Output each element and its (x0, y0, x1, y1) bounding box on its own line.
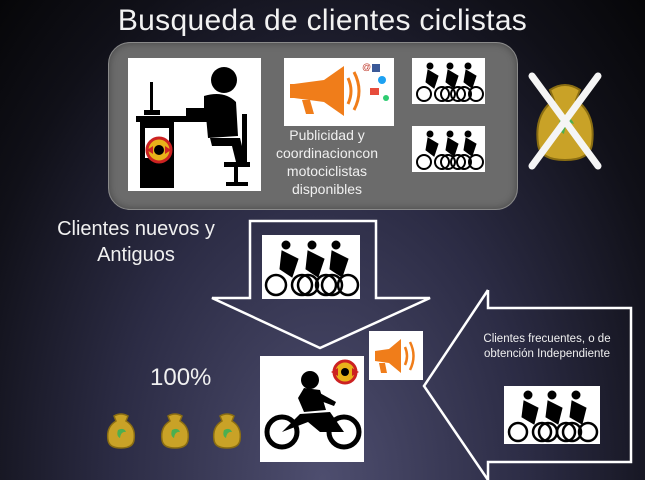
cyclists-image-top (412, 58, 485, 104)
money-bag-crossed (520, 70, 610, 170)
small-megaphone-image (369, 331, 423, 380)
clients-label: Clientes nuevos y Antiguos (57, 218, 215, 266)
down-arrow (208, 218, 434, 350)
left-arrow (422, 286, 634, 480)
cyclists-image-arrow (262, 235, 360, 299)
money-bag-icon-3 (206, 410, 248, 452)
slide-title: Busqueda de clientes ciclistas (117, 4, 528, 37)
cyclists-image-frequent (504, 386, 600, 444)
publicity-label: Publicidad y coordinacioncon motociclist… (276, 127, 378, 197)
money-bag-icon-2 (154, 410, 196, 452)
company-logo (145, 136, 173, 164)
percentage-label: 100% (150, 364, 212, 391)
megaphone-image: @ (284, 58, 394, 126)
frequent-clients-label: Clientes frecuentes, o de obtención Inde… (483, 333, 611, 360)
money-bag-icon-1 (100, 410, 142, 452)
svg-text:@: @ (362, 62, 371, 72)
motorcyclist-logo (330, 358, 360, 386)
cyclists-image-middle (412, 126, 485, 172)
desk-worker-image (128, 58, 261, 191)
